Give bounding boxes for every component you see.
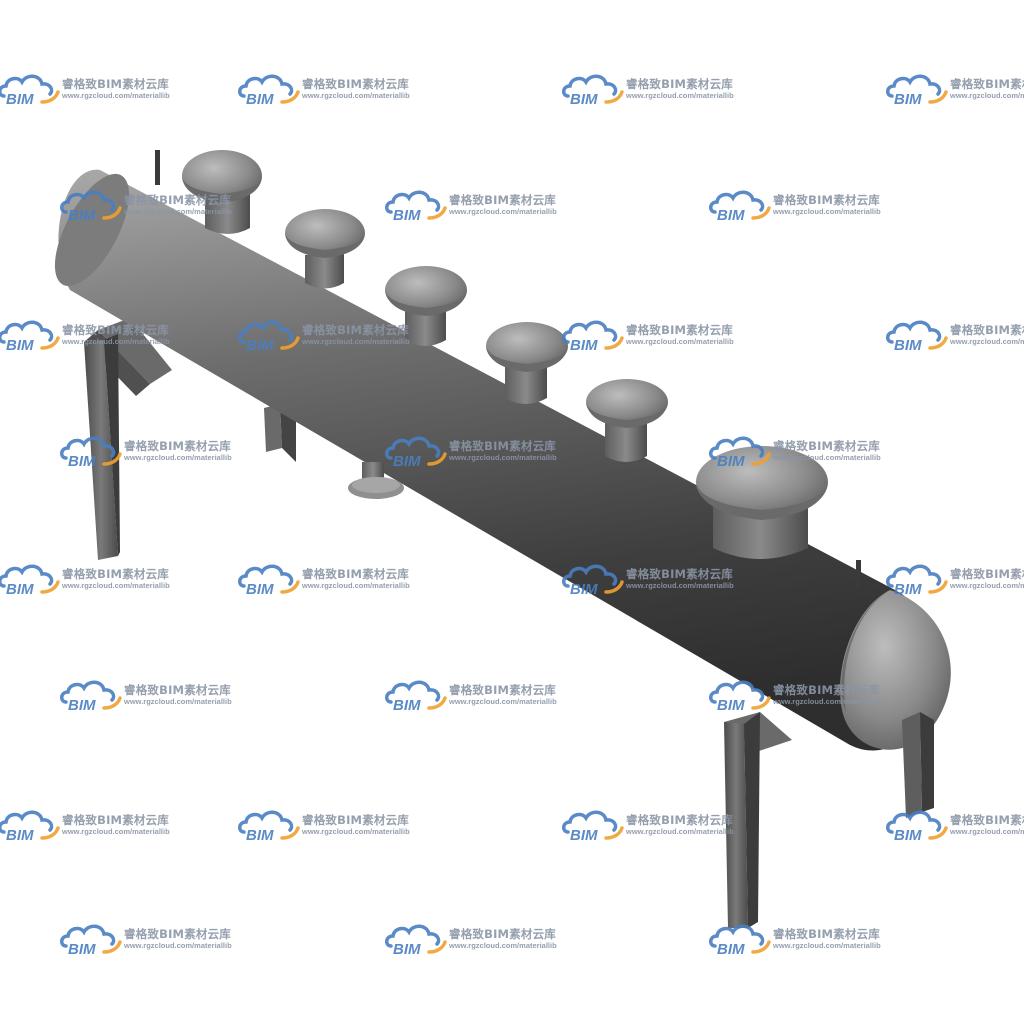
drain-nozzle (348, 462, 404, 499)
nozzle-2 (285, 209, 365, 289)
nozzle-6-large (696, 446, 828, 559)
nozzle-3 (385, 266, 467, 346)
vent-pins (155, 150, 861, 588)
support-right (724, 712, 934, 928)
vessel-shell (54, 169, 951, 751)
nozzle-1 (182, 150, 262, 234)
nozzle-5 (586, 379, 668, 462)
support-left (84, 318, 172, 560)
nozzle-4 (486, 322, 568, 404)
